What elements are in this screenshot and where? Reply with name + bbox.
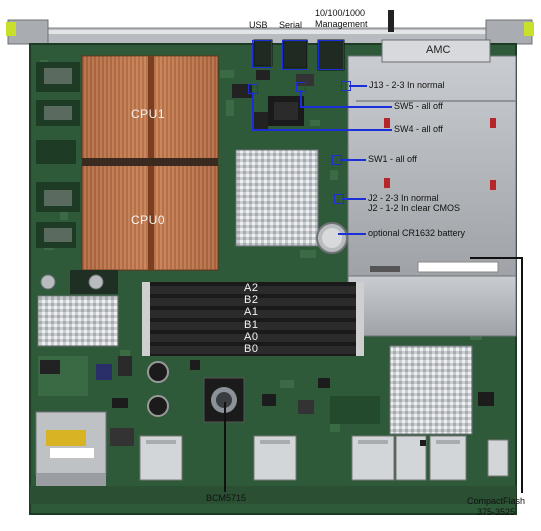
mgmt-connector (317, 39, 345, 71)
compactflash-label-line1: CompactFlash (467, 496, 526, 506)
battery-leader (338, 233, 366, 235)
cpu0-label: CPU0 (131, 213, 166, 227)
sw5-leader-v (300, 90, 302, 107)
cf-leader-v (521, 257, 523, 493)
bcm5715-label: BCM5715 (206, 493, 247, 503)
sw5-label: SW5 - all off (394, 101, 443, 111)
amc-bracket (381, 39, 491, 63)
usb-label: USB (249, 20, 268, 30)
j2-leader (342, 198, 366, 200)
memory-slots (142, 282, 364, 356)
cpu1-label: CPU1 (131, 107, 166, 121)
amc-label: AMC (426, 44, 451, 56)
chipset-heatsink (235, 149, 319, 247)
memory-slot-a1: A1 (244, 306, 259, 318)
memory-slot-b0: B0 (244, 343, 259, 355)
serial-label: Serial (279, 20, 303, 30)
j13-label: J13 - 2-3 In normal (369, 80, 445, 90)
serial-callout-box (282, 40, 308, 70)
memory-slot-a2: A2 (244, 282, 259, 294)
amc-module (347, 55, 517, 277)
cf-leader-h (470, 257, 522, 259)
memory-slot-b2: B2 (244, 294, 259, 306)
management-label-line1: 10/100/1000 (315, 8, 366, 18)
usb-callout-box (252, 40, 272, 68)
sw4-label: SW4 - all off (394, 124, 443, 134)
j13-leader (349, 85, 367, 87)
management-label-line2: Management (315, 19, 368, 29)
bcm-leader (224, 402, 226, 492)
sw1-label: SW1 - all off (368, 154, 417, 164)
memory-slot-a0: A0 (244, 331, 259, 343)
sw4-leader-h (252, 129, 392, 131)
lower-heatsink (389, 345, 473, 435)
sw5-leader-h (300, 106, 392, 108)
sw1-leader (340, 159, 366, 161)
battery-label: optional CR1632 battery (368, 228, 466, 238)
j2-label-line1: J2 - 2-3 In normal (368, 193, 439, 203)
compactflash-label-line2: 375-3525 (477, 507, 516, 517)
sw4-leader-v (252, 92, 254, 130)
memory-slot-b1: B1 (244, 319, 259, 331)
j2-label-line2: J2 - 1-2 In clear CMOS (368, 203, 461, 213)
mgmt-callout-box (318, 40, 344, 70)
